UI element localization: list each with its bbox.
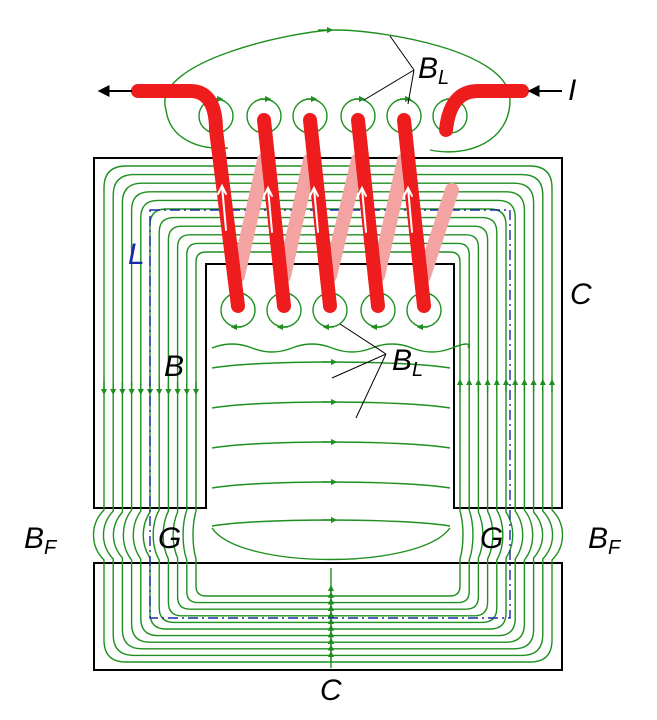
fringing-right-label: BF [588,522,622,559]
current-direction-arrowhead [357,185,367,197]
leakage-top-label: BL [418,52,449,89]
coil-lead-left [131,84,245,313]
flux-line [172,234,484,610]
coil-back-segment [371,153,411,283]
current-direction-arrowhead [217,183,227,195]
current-direction-arrow [407,187,413,233]
window-leak-line [211,441,451,449]
gap-right-label: G [480,522,503,555]
core-flux-label: B [164,350,184,383]
window-leak-bowl [211,527,451,561]
coil-back-segment [323,153,365,283]
top-leak-ellipse [164,29,511,153]
current-label: I [568,74,576,107]
window-leak-wavy [211,343,470,353]
flux-line [162,225,494,617]
gap-left-label: G [158,522,181,555]
coil-front-segment [257,113,291,313]
fringing-left-label: BF [24,522,58,559]
core-right-label: C [570,278,592,311]
flux-line [182,242,474,604]
core-lower-i-bar [93,562,563,671]
current-direction-arrow [361,187,367,233]
flux-line [122,191,534,643]
window-leak-line [211,401,451,409]
coil-front-segment [397,113,431,313]
flux-line [152,216,504,624]
window-leak-line [211,481,451,489]
current-direction-arrow [267,187,273,233]
leakage-inner-label: BL [392,344,423,381]
current-direction-arrowhead [263,185,273,197]
magnetic-path-label: L [128,238,145,271]
current-direction-arrow [313,187,319,233]
coil-back-segment [417,183,459,283]
flux-line [102,173,554,657]
coil-winding [131,84,529,313]
flux-line [92,165,564,663]
leakage-flux-lines [164,26,511,561]
coil-back-segment [231,153,271,283]
coil-front-segment [351,113,385,313]
flux-line [132,199,524,637]
current-direction-arrowhead [309,185,319,197]
label-pointer-lines [331,35,415,419]
flux-line [112,182,544,650]
flux-line [192,251,464,597]
current-direction-arrow [221,185,227,231]
coil-front-segment [303,113,337,313]
current-direction-arrowhead [403,185,413,197]
core-bottom-label: C [320,674,342,707]
coil-lead-right [439,84,529,137]
coil-back-segment [277,153,317,283]
window-leak-line [211,519,451,527]
